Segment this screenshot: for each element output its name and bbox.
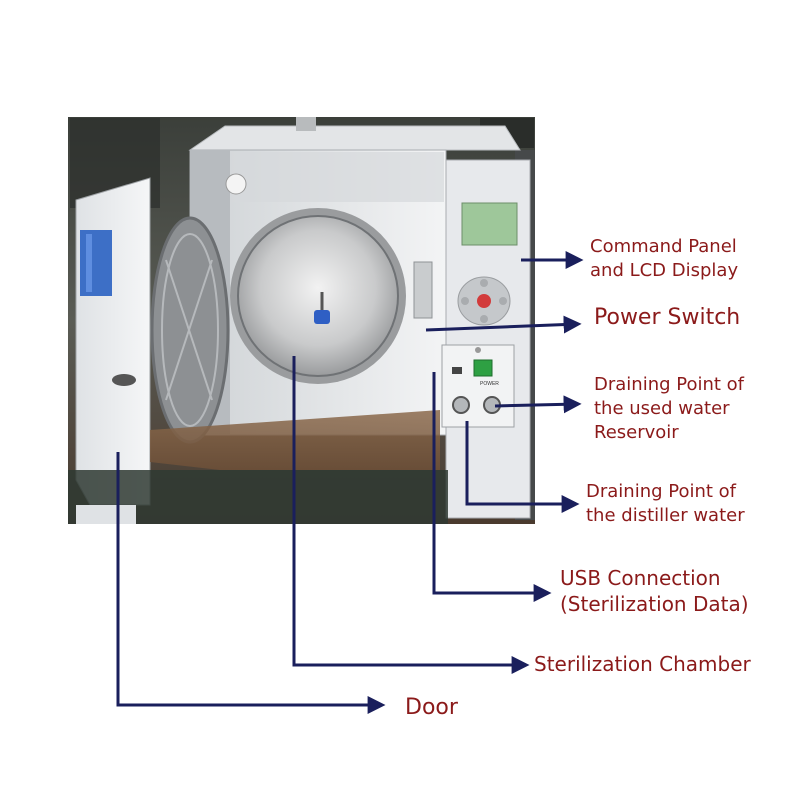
label-draining-used-water: Draining Point of the used water Reservo… xyxy=(594,373,744,444)
autoclave-photo: POWER xyxy=(68,117,535,524)
door-handle-blue xyxy=(80,230,112,296)
label-line: (Sterilization Data) xyxy=(560,592,749,617)
top-bracket xyxy=(296,117,316,131)
label-line: Draining Point of xyxy=(586,481,737,502)
label-line: USB Connection xyxy=(560,566,721,590)
power-switch xyxy=(473,359,493,377)
label-draining-distiller: Draining Point of the distiller water xyxy=(586,480,745,528)
door-hinge-knob xyxy=(225,173,247,195)
keypad-up-button xyxy=(480,279,488,287)
door-strut-b xyxy=(165,259,213,401)
panel-screw xyxy=(475,347,481,353)
label-line: Command Panel xyxy=(590,236,737,257)
label-power-switch: Power Switch xyxy=(594,303,740,332)
keypad-left-button xyxy=(461,297,469,305)
power-switch-arrow xyxy=(425,315,582,334)
label-line: and LCD Display xyxy=(590,259,739,281)
switch-panel xyxy=(441,344,515,428)
door-seal-ring xyxy=(161,233,219,427)
leader-lines xyxy=(116,251,584,714)
label-command-panel: Command Panel and LCD Display xyxy=(590,235,738,283)
label-line: Reservoir xyxy=(594,421,679,443)
label-line: the distiller water xyxy=(586,504,745,526)
label-line: Sterilization Chamber xyxy=(534,652,751,676)
chamber-blue-plug xyxy=(314,310,330,324)
door-bottom xyxy=(76,505,136,524)
keypad-right-button xyxy=(499,297,507,305)
top-window xyxy=(232,152,444,202)
door-handle-highlight xyxy=(86,234,92,292)
label-line: the used water xyxy=(594,397,730,419)
lcd-display xyxy=(461,202,518,246)
distiller-drain-valve xyxy=(452,396,470,414)
chamber-edge xyxy=(237,215,399,377)
door-slot xyxy=(112,374,136,386)
door-latch xyxy=(413,261,433,319)
label-line: Door xyxy=(405,695,458,720)
usb-arrow xyxy=(432,372,552,602)
label-usb-connection: USB Connection (Sterilization Data) xyxy=(560,565,749,618)
usb-port xyxy=(452,367,462,374)
chamber-arrow xyxy=(292,356,530,674)
start-button xyxy=(477,294,491,308)
machine-top xyxy=(188,125,521,151)
door-arrow xyxy=(116,452,386,714)
sterilization-chamber xyxy=(238,216,398,376)
switch-caption: POWER xyxy=(480,381,499,387)
used-water-arrow xyxy=(494,395,582,414)
label-line: Power Switch xyxy=(594,305,741,330)
distiller-arrow xyxy=(465,421,580,513)
label-sterilization-chamber: Sterilization Chamber xyxy=(534,651,751,677)
label-line: Draining Point of xyxy=(594,374,745,395)
label-door: Door xyxy=(405,693,458,722)
keypad-down-button xyxy=(480,315,488,323)
door-panel xyxy=(75,177,151,506)
